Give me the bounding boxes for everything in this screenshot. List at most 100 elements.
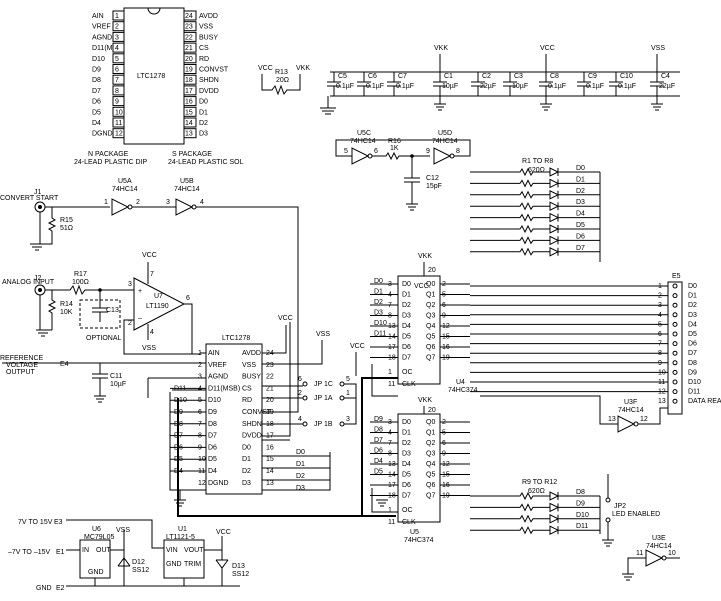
led-bottom-label: D10 bbox=[576, 512, 589, 519]
svg-text:D8: D8 bbox=[374, 427, 383, 434]
ref-output-label-3: OUTPUT bbox=[6, 369, 36, 376]
pinout-left-name: D4 bbox=[92, 120, 101, 127]
r15-value: 51Ω bbox=[60, 225, 73, 232]
decoupling-cap bbox=[327, 72, 341, 96]
pinout-left-name: D7 bbox=[92, 88, 101, 95]
u1-label: U1 bbox=[178, 526, 187, 533]
pinout-left-num: 2 bbox=[115, 24, 119, 31]
adc-right-pin-num: 14 bbox=[266, 468, 274, 475]
svg-text:1: 1 bbox=[388, 369, 392, 376]
cap-value: 22µF bbox=[659, 83, 675, 90]
latch-q-pin: Q5 bbox=[426, 334, 435, 341]
u5b-part: 74HC14 bbox=[174, 186, 200, 193]
r13-label: R13 bbox=[275, 69, 288, 76]
vss-label-top: VSS bbox=[651, 45, 665, 52]
pinout-right-num: 18 bbox=[185, 77, 193, 84]
latch-q-pin: Q4 bbox=[426, 323, 435, 330]
pinout-left-num: 12 bbox=[115, 131, 123, 138]
latch-d-pin: D0 bbox=[402, 419, 411, 426]
pinout-right-pin bbox=[183, 85, 197, 96]
pinout-right-num: 21 bbox=[185, 45, 193, 52]
pinout-left-pin bbox=[112, 106, 125, 117]
pinout-right-name: D0 bbox=[199, 99, 208, 106]
c12-value: 15pF bbox=[426, 183, 442, 190]
svg-text:CLK: CLK bbox=[402, 381, 416, 388]
svg-text:6: 6 bbox=[298, 376, 302, 383]
adc-left-pin-name: D11(MSB) bbox=[208, 385, 240, 392]
svg-text:D0: D0 bbox=[296, 449, 305, 456]
svg-text:VOUT: VOUT bbox=[184, 547, 204, 554]
cap-ref: C9 bbox=[588, 73, 597, 80]
cap-value: 0.1µF bbox=[618, 83, 636, 90]
decoupling-cap bbox=[503, 72, 517, 96]
adc-right-pin-name: CONVST bbox=[242, 409, 272, 416]
pinout-right-pin bbox=[183, 42, 197, 53]
svg-text:4: 4 bbox=[200, 199, 204, 206]
svg-text:D2: D2 bbox=[296, 473, 305, 480]
adc-right-pin-name: DVDD bbox=[242, 433, 262, 440]
pinout-left-pin bbox=[112, 96, 125, 107]
svg-text:3: 3 bbox=[166, 199, 170, 206]
svg-text:IN: IN bbox=[82, 547, 89, 554]
latch-d-pin: D1 bbox=[402, 292, 411, 299]
supply-e3: E3 bbox=[54, 519, 63, 526]
pinout-left-num: 10 bbox=[115, 109, 123, 116]
cap-value: 0.1µF bbox=[548, 83, 566, 90]
svg-text:3: 3 bbox=[128, 281, 132, 288]
adc-left-pin-name: D6 bbox=[208, 444, 217, 451]
u3f-part: 74HC14 bbox=[618, 407, 644, 414]
adc-right-pin-name: D3 bbox=[242, 480, 251, 487]
svg-text:20: 20 bbox=[428, 407, 436, 414]
decoupling-section: VCC VKK R13 20Ω VKK VCC VSS C50.1µFC60.1… bbox=[258, 45, 680, 115]
adc-vss-label: VSS bbox=[316, 331, 330, 338]
pinout-left-name: VREF bbox=[92, 24, 111, 31]
power-supply-section: 7V TO 15V E3 –7V TO –15V E1 GND E2 U6 MC… bbox=[8, 519, 249, 592]
cap-ref: C8 bbox=[550, 73, 559, 80]
supply-in2: –7V TO –15V bbox=[8, 549, 50, 556]
adc-right-pin-name: RD bbox=[242, 397, 252, 404]
pinout-right-name: D2 bbox=[199, 120, 208, 127]
svg-text:GND: GND bbox=[166, 561, 182, 568]
pinout-right-pin bbox=[183, 53, 197, 64]
pinout-left-pin bbox=[112, 64, 125, 74]
svg-text:4: 4 bbox=[298, 416, 302, 423]
decoupling-cap bbox=[387, 72, 401, 96]
svg-text:D1: D1 bbox=[374, 289, 383, 296]
led-top-label: D1 bbox=[576, 176, 585, 183]
analog-input-section: ANALOG INPUT J2 R17 100Ω R14 10K C13 OPT… bbox=[2, 252, 200, 355]
svg-text:–: – bbox=[138, 315, 142, 322]
u5a-part: 74HC14 bbox=[112, 186, 138, 193]
u3e-part: 74HC14 bbox=[646, 543, 672, 550]
r17-value: 100Ω bbox=[72, 279, 89, 286]
adc-section: LTC1278 AIN1VREF2AGND3D11(MSB)4D11D105D1… bbox=[0, 315, 365, 517]
svg-text:3: 3 bbox=[346, 416, 350, 423]
r16-label: R16 bbox=[388, 138, 401, 145]
u6-part: MC79L05 bbox=[84, 534, 114, 541]
led-top bbox=[549, 189, 600, 200]
led-top bbox=[549, 212, 600, 223]
u5-part: 74HC374 bbox=[404, 537, 434, 544]
decoupling-cap bbox=[433, 72, 447, 96]
r9-r12-label: R9 TO R12 bbox=[522, 479, 557, 486]
svg-text:TRIM: TRIM bbox=[184, 561, 201, 568]
analog-input-label: ANALOG INPUT bbox=[2, 279, 55, 286]
e5-pin-label: D3 bbox=[688, 312, 697, 319]
led-bottom-label: D8 bbox=[576, 489, 585, 496]
svg-text:D11: D11 bbox=[374, 331, 386, 338]
pinout-left-num: 8 bbox=[115, 88, 119, 95]
d13-label: D13 bbox=[232, 563, 245, 570]
svg-text:11: 11 bbox=[388, 381, 395, 388]
u4-ref: U4 bbox=[456, 379, 465, 386]
e5-pin-label: D4 bbox=[688, 321, 697, 328]
adc-right-pin-name: VSS bbox=[242, 362, 256, 369]
e5-pin-label: D8 bbox=[688, 360, 697, 367]
latch-d-pin: D6 bbox=[402, 344, 411, 351]
d13-part: SS12 bbox=[232, 571, 249, 578]
pinout-right-name: VSS bbox=[199, 24, 213, 31]
svg-text:7: 7 bbox=[150, 271, 154, 278]
pinout-left-pin bbox=[112, 42, 125, 53]
